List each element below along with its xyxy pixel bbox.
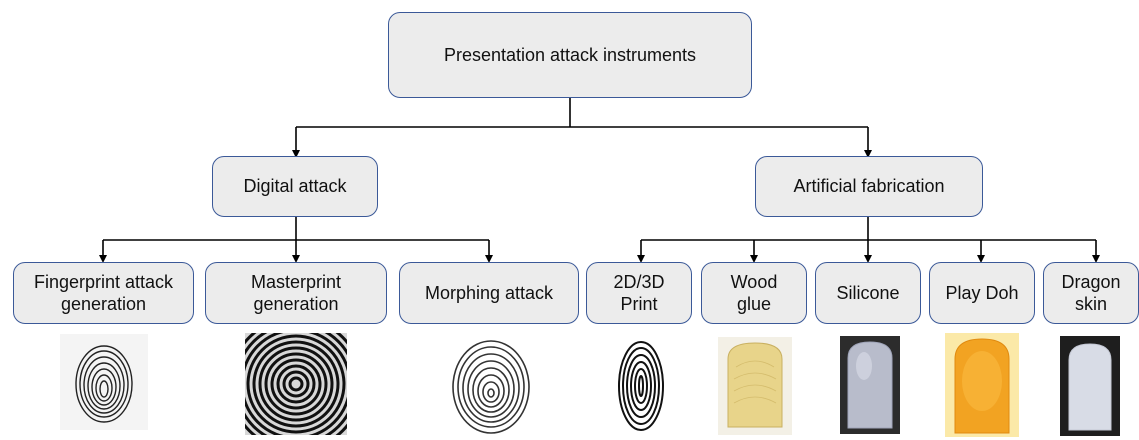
ink-fingerprint-sample (60, 334, 148, 430)
dragon-skin-line2: skin (1074, 294, 1107, 314)
synthetic-masterprint-sample (245, 333, 347, 435)
artificial-fabrication-node: Artificial fabrication (755, 156, 983, 217)
wood-glue-line1: Wood (730, 271, 778, 292)
play-doh-spoof-sample (945, 333, 1019, 437)
fingerprint-attack-generation-line2: generation (60, 294, 147, 314)
wood-glue-node: Wood glue (701, 262, 807, 324)
play-doh-node: Play Doh (929, 262, 1035, 324)
morphing-attack-label: Morphing attack (424, 282, 554, 303)
morphing-attack-node: Morphing attack (399, 262, 579, 324)
masterprint-generation-node: Masterprint generation (205, 262, 387, 324)
digital-attack-node: Digital attack (212, 156, 378, 217)
wood-glue-line2: glue (736, 294, 771, 314)
dragon-skin-spoof-sample (1060, 336, 1120, 436)
digital-attack-label: Digital attack (243, 176, 347, 197)
fingerprint-attack-generation-line1: Fingerprint attack (33, 271, 174, 292)
print-2d-3d-line1: 2D/3D (613, 271, 665, 292)
root-node: Presentation attack instruments (388, 12, 752, 98)
masterprint-generation-line2: generation (253, 294, 339, 314)
silicone-node: Silicone (815, 262, 921, 324)
artificial-fabrication-label: Artificial fabrication (793, 176, 945, 197)
root-node-label: Presentation attack instruments (443, 44, 697, 65)
masterprint-generation-line1: Masterprint (250, 271, 342, 292)
silicone-spoof-sample (840, 336, 900, 434)
fingerprint-attack-generation-node: Fingerprint attack generation (13, 262, 194, 324)
play-doh-label: Play Doh (945, 282, 1019, 303)
wood-glue-spoof-sample (718, 337, 792, 435)
dragon-skin-node: Dragon skin (1043, 262, 1139, 324)
printed-fingerprint-sample (616, 336, 666, 434)
dragon-skin-line1: Dragon (1061, 271, 1121, 292)
morphed-fingerprint-sample (441, 333, 541, 437)
print-2d-3d-node: 2D/3D Print (586, 262, 692, 324)
print-2d-3d-line2: Print (620, 294, 658, 314)
silicone-label: Silicone (836, 282, 900, 303)
